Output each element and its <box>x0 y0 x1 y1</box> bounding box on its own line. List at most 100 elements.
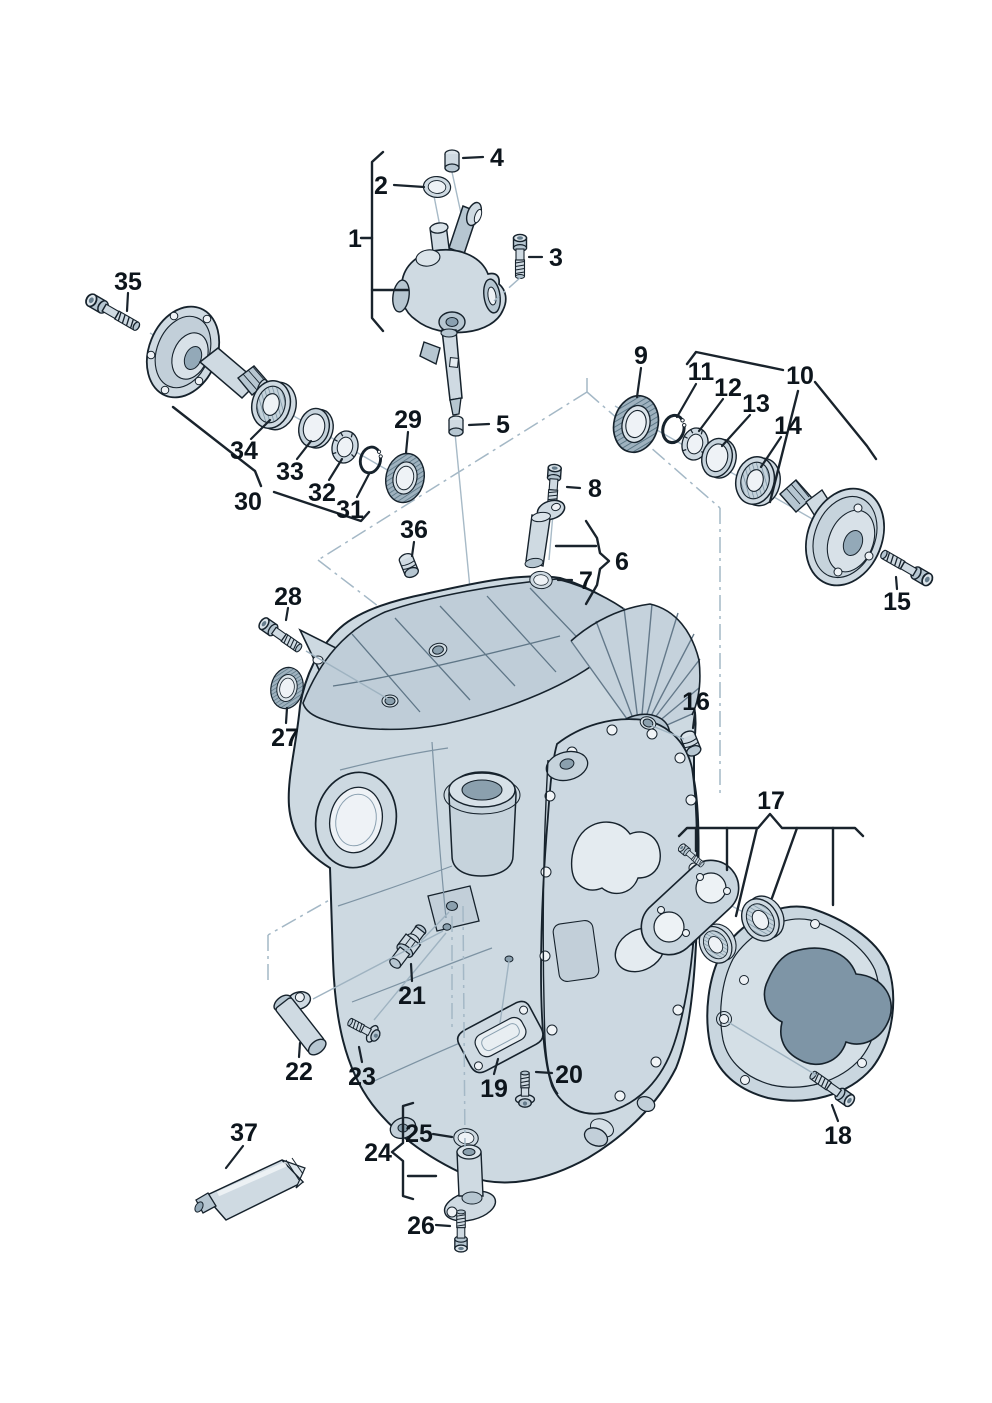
tapered-bearing-14 <box>730 451 786 511</box>
plug-36 <box>397 551 421 580</box>
annotation-line <box>224 1144 245 1170</box>
end-cover <box>706 905 895 1102</box>
part-label-20: 20 <box>555 1061 583 1089</box>
part-label-1: 1 <box>348 225 362 253</box>
annotation-line <box>697 397 725 433</box>
annotation-line <box>499 960 510 1024</box>
shaft-seal-9 <box>606 390 666 458</box>
sealant-tube-37 <box>194 1157 306 1221</box>
exploded-parts-artwork <box>82 149 936 1253</box>
callout-bracket <box>171 405 263 488</box>
part-label-2: 2 <box>374 172 388 200</box>
annotation-line <box>327 457 344 482</box>
part-label-17: 17 <box>757 787 785 815</box>
callout-bracket <box>272 490 371 523</box>
part-label-15: 15 <box>883 588 911 616</box>
seal-ring-2 <box>422 175 452 199</box>
part-label-16: 16 <box>682 688 710 716</box>
callout-bracket <box>677 812 865 838</box>
part-label-32: 32 <box>308 479 336 507</box>
callout-bracket <box>390 1101 415 1201</box>
bearing-race-33 <box>294 404 338 452</box>
part-label-5: 5 <box>496 411 510 439</box>
part-label-24: 24 <box>364 1139 392 1167</box>
callout-bracket <box>370 150 385 333</box>
annotation-line <box>357 1045 364 1064</box>
end-cover-group <box>640 842 895 1110</box>
annotation-line <box>894 575 899 591</box>
annotation-line <box>305 650 389 700</box>
annotation-line <box>451 171 463 219</box>
annotation-line <box>317 391 588 561</box>
annotation-line <box>586 391 721 509</box>
flange-shaft-right-group <box>606 390 936 589</box>
annotation-line <box>461 155 485 160</box>
part-label-22: 22 <box>285 1058 313 1086</box>
part-label-19: 19 <box>480 1075 508 1103</box>
callout-bracket <box>584 519 611 606</box>
annotation-line <box>355 472 371 499</box>
gearbox-housing <box>287 575 701 1184</box>
annotation-line <box>431 1132 454 1139</box>
annotation-line <box>534 1070 554 1075</box>
round-nut-32 <box>327 427 363 467</box>
annotation-line <box>727 1021 817 1076</box>
part-label-30: 30 <box>234 488 262 516</box>
selector-shaft-assembly <box>392 201 507 416</box>
annotation-line <box>462 905 466 1148</box>
annotation-line <box>493 276 522 302</box>
callout-bracket <box>685 350 785 372</box>
bolt-35 <box>82 291 143 335</box>
part-label-14: 14 <box>774 412 802 440</box>
part-label-21: 21 <box>398 982 426 1010</box>
part-label-3: 3 <box>549 244 563 272</box>
annotation-line <box>404 430 410 455</box>
part-label-28: 28 <box>274 583 302 611</box>
annotation-line <box>420 911 450 942</box>
annotation-line <box>675 382 698 419</box>
callout-bracket <box>813 380 878 461</box>
annotation-line <box>759 435 783 469</box>
annotation-line <box>467 422 491 427</box>
bolt-3 <box>512 233 528 280</box>
annotation-line <box>373 932 447 1021</box>
part-label-12: 12 <box>714 374 742 402</box>
part-label-29: 29 <box>394 406 422 434</box>
part-label-9: 9 <box>634 342 648 370</box>
part-label-10: 10 <box>786 362 814 390</box>
annotation-line <box>691 711 697 730</box>
bushing-4 <box>444 149 460 173</box>
annotation-line <box>249 418 272 441</box>
part-label-8: 8 <box>588 475 602 503</box>
part-label-37: 37 <box>230 1119 258 1147</box>
annotation-line <box>565 485 582 490</box>
assembly-zone-lines-over <box>451 276 522 1148</box>
annotation-line <box>295 439 313 461</box>
shaft-seal-29 <box>380 449 430 507</box>
annotation-line <box>720 413 752 448</box>
annotation-line <box>410 540 416 558</box>
part-label-34: 34 <box>230 437 258 465</box>
part-label-33: 33 <box>276 458 304 486</box>
annotation-line <box>125 291 130 313</box>
annotation-line <box>297 1041 302 1059</box>
callout-bracket <box>770 826 799 900</box>
callout-bracket <box>734 826 759 918</box>
annotation-line <box>284 606 290 622</box>
part-label-36: 36 <box>400 516 428 544</box>
annotation-line <box>409 962 414 983</box>
callout-leader-lines <box>125 150 899 1228</box>
part-label-27: 27 <box>271 724 299 752</box>
bolt-28 <box>256 615 305 656</box>
bearing-retainer-gasket-17 <box>640 859 740 956</box>
detent-sleeve-6 <box>524 499 566 569</box>
part-label-23: 23 <box>348 1063 376 1091</box>
part-label-4: 4 <box>490 144 504 172</box>
part-label-25: 25 <box>405 1120 433 1148</box>
part-label-11: 11 <box>688 358 715 386</box>
annotation-line <box>434 1223 452 1228</box>
part-label-26: 26 <box>407 1212 435 1240</box>
